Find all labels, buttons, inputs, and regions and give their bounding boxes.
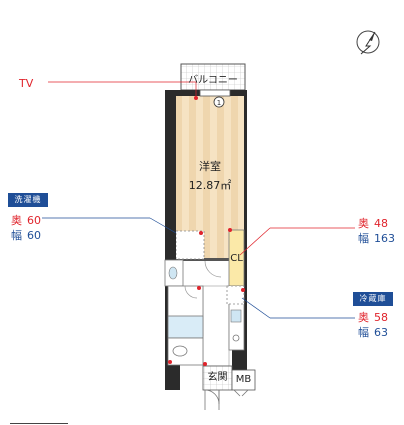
number-marker-text: 1: [217, 99, 221, 107]
toilet-marker-dot: [168, 360, 172, 364]
washer-depth: 奥 60: [11, 213, 41, 228]
washer-wall: [165, 230, 176, 260]
tv-marker-dot: [194, 96, 198, 100]
entrance-label: 玄関: [207, 372, 228, 383]
washer-depth-label: 奥: [11, 214, 22, 227]
bath-marker-dot: [197, 286, 201, 290]
closet-label: CL: [230, 253, 243, 264]
hallway-floor: [202, 285, 230, 367]
stove-burner: [232, 334, 240, 342]
fridge-depth-label: 奥: [358, 311, 369, 324]
kitchen-sink: [230, 309, 242, 323]
fridge-depth: 奥 58: [358, 310, 388, 325]
washer-leader-diag: [149, 217, 177, 234]
bathtub: [167, 315, 204, 339]
wall-bottom-left: [165, 365, 180, 390]
fridge-marker-dot: [241, 288, 245, 292]
closet-leader-diag: [239, 227, 271, 256]
balcony-area: [180, 63, 246, 91]
hall-door-swing: [204, 260, 222, 278]
bath-door-swing: [184, 285, 198, 299]
scale-bar: [10, 423, 68, 424]
number-marker: [213, 96, 225, 108]
wall-bottom-right: [232, 350, 247, 370]
wall-left-lower: [165, 285, 168, 390]
balcony-window: [199, 89, 231, 97]
mb-door-swing: [233, 389, 249, 397]
room-area: 12.87㎡: [188, 179, 232, 192]
washer-marker-dot: [199, 231, 203, 235]
closet-width-value: 163: [374, 232, 395, 245]
wall-left-upper: [165, 90, 176, 230]
fridge-tag: 冷蔵庫: [353, 292, 393, 306]
closet-marker-dot: [228, 228, 232, 232]
balcony-label: バルコニー: [188, 75, 238, 86]
compass-north-icon: [356, 30, 380, 55]
closet-width: 幅 163: [358, 231, 395, 246]
washer-space: [175, 230, 205, 260]
washer-width: 幅 60: [11, 228, 41, 243]
washer-tag: 洗濯機: [8, 193, 48, 207]
fridge-space: [226, 285, 245, 305]
front-door-swing-2: [204, 390, 220, 410]
sink-bowl: [168, 266, 178, 280]
closet-width-label: 幅: [358, 232, 369, 245]
wall-room-divider: [168, 258, 244, 261]
washer-width-label: 幅: [11, 229, 22, 242]
meter-box: [231, 369, 256, 391]
entrance-floor: [202, 365, 233, 391]
meter-box-label: MB: [235, 374, 252, 385]
fridge-width: 幅 63: [358, 325, 388, 340]
washer-width-value: 60: [27, 229, 41, 242]
tv-label: TV: [19, 77, 34, 90]
closet-depth-label: 奥: [358, 217, 369, 230]
fridge-width-label: 幅: [358, 326, 369, 339]
fridge-leader-diag: [241, 297, 271, 319]
closet-depth-value: 48: [374, 217, 388, 230]
fridge-width-value: 63: [374, 326, 388, 339]
washer-depth-value: 60: [27, 214, 41, 227]
room-name: 洋室: [199, 160, 221, 173]
wall-right: [244, 90, 247, 390]
entrance-marker-dot: [203, 362, 207, 366]
closet-depth: 奥 48: [358, 216, 388, 231]
fridge-depth-value: 58: [374, 311, 388, 324]
toilet-bowl: [172, 345, 188, 357]
front-door-swing: [204, 389, 220, 405]
